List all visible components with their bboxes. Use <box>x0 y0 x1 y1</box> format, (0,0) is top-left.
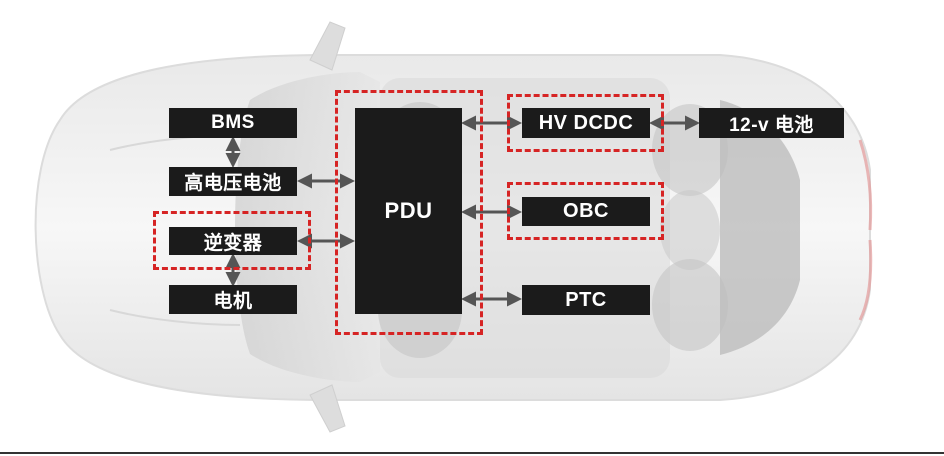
component-ptc: PTC <box>522 285 650 315</box>
component-inverter: 逆变器 <box>169 227 297 255</box>
component-obc: OBC <box>522 197 650 226</box>
highlight-frame-hvdcdc <box>507 94 664 152</box>
component-hv-battery: 高电压电池 <box>169 167 297 196</box>
bottom-border-line <box>0 452 944 454</box>
highlight-frame-inverter <box>153 211 311 270</box>
component-pdu: PDU <box>355 108 462 314</box>
component-hv-dcdc: HV DCDC <box>522 108 650 138</box>
highlight-frame-pdu <box>335 90 483 335</box>
component-bms: BMS <box>169 108 297 138</box>
component-motor: 电机 <box>169 285 297 314</box>
highlight-frame-obc <box>507 182 664 240</box>
component-12v-battery: 12-v 电池 <box>699 108 844 138</box>
